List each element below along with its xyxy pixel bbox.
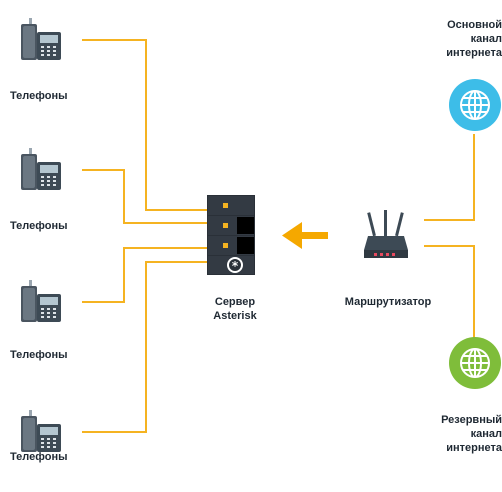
desk-phone-icon xyxy=(21,280,61,322)
internet-primary-label: Основной канал интернета xyxy=(412,18,502,60)
wire-phone-4 xyxy=(82,261,207,433)
arrow-icon xyxy=(282,222,328,249)
wire-phone-2 xyxy=(82,169,207,224)
wire-router-primary xyxy=(424,134,475,221)
desk-phone-icon xyxy=(21,18,61,60)
phones-label: Телефоны xyxy=(10,451,68,463)
router-label: Маршрутизатор xyxy=(344,296,432,308)
phones-label: Телефоны xyxy=(10,220,68,232)
server-label: Сервер Asterisk xyxy=(200,295,270,323)
internet-primary-line2: канал xyxy=(470,33,502,45)
server-rack-icon: * xyxy=(207,195,255,275)
desk-phone-icon xyxy=(21,148,61,190)
server-label-line2: Asterisk xyxy=(213,310,257,322)
wire-phone-1 xyxy=(82,39,207,211)
internet-backup-line1: Резервный xyxy=(441,414,502,426)
phones-label: Телефоны xyxy=(10,349,68,361)
asterisk-logo-icon: * xyxy=(227,257,243,273)
globe-icon xyxy=(449,79,501,131)
wifi-router-icon xyxy=(364,210,408,258)
wire-router-backup xyxy=(424,245,475,340)
internet-primary-line1: Основной xyxy=(447,19,502,31)
server-label-line1: Сервер xyxy=(214,296,256,308)
svg-text:*: * xyxy=(232,259,239,273)
internet-backup-label: Резервный канал интернета xyxy=(412,413,502,455)
internet-backup-line3: интернета xyxy=(446,442,502,454)
desk-phone-icon xyxy=(21,410,61,452)
internet-primary-line3: интернета xyxy=(446,47,502,59)
wire-phone-3 xyxy=(82,247,207,303)
internet-backup-line2: канал xyxy=(470,428,502,440)
globe-icon xyxy=(449,337,501,389)
phones-label: Телефоны xyxy=(10,90,68,102)
